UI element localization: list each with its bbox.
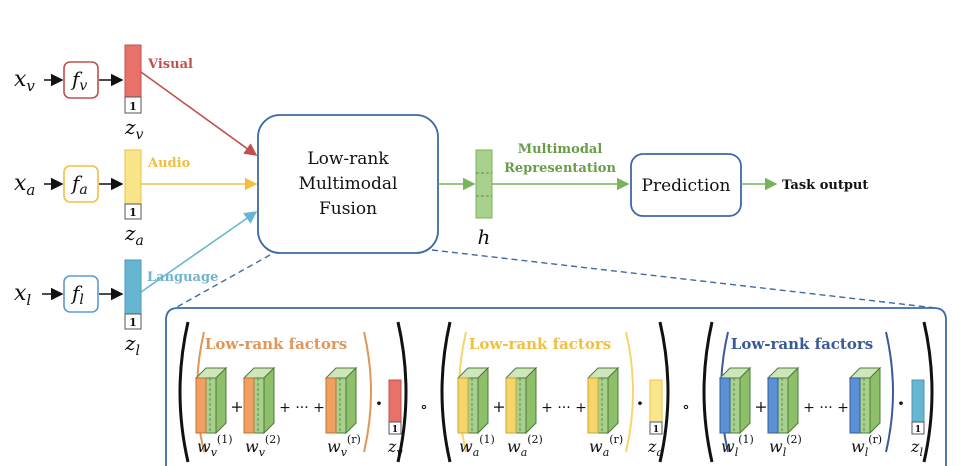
z-label-audio: za (647, 437, 663, 459)
dot-language: · (898, 391, 905, 415)
visual-vector-one: 1 (129, 100, 137, 113)
tensor-visual-1 (194, 366, 228, 435)
z-vector-audio-one: 1 (653, 425, 659, 435)
w-label-language-1: wl(1) (721, 433, 754, 459)
factor-group-language: Low-rank factors + + ··· + (702, 321, 934, 463)
big-paren-left-visual (178, 321, 190, 463)
factor-bracket-right-language (885, 331, 894, 453)
audio-vector (124, 149, 142, 205)
ellipsis-language: + ··· + (803, 400, 849, 416)
visual-row: xv fv 1 Visual zv (14, 44, 258, 156)
language-encoder-box (63, 275, 99, 313)
dot-visual: · (376, 391, 383, 415)
zoom-line-right (431, 249, 937, 309)
factor-label-audio: Low-rank factors (469, 335, 611, 353)
factor-bracket-right-visual (363, 331, 372, 453)
plus-language-1: + (754, 397, 767, 416)
fusion-block: Low-rank Multimodal Fusion (257, 114, 439, 254)
ellipsis-audio: + ··· + (541, 400, 587, 416)
task-output-label: Task output (782, 178, 868, 193)
tensor-language-r (848, 366, 882, 435)
factor-bracket-right-audio (625, 331, 634, 453)
z-vector-visual-one: 1 (392, 425, 398, 435)
tensor-language-1 (718, 366, 752, 435)
language-vector-one-cell (124, 313, 142, 330)
detail-panel-border (165, 307, 947, 466)
plus-audio-1: + (492, 397, 505, 416)
language-input-label: xl (14, 281, 31, 309)
detail-panel: Low-rank factors + + ··· + (165, 307, 947, 466)
tensor-audio-2 (504, 366, 538, 435)
h-label: h (478, 225, 491, 249)
language-z-label: zl (124, 331, 140, 359)
plus-visual-1: + (230, 397, 243, 416)
z-vector-language-one: 1 (915, 425, 921, 435)
w-label-audio-2: wa(2) (507, 433, 543, 459)
tensor-face-visual-1 (195, 377, 207, 434)
visual-label: Visual (147, 57, 193, 72)
visual-input-label: xv (14, 67, 35, 95)
w-label-language-r: wl(r) (851, 433, 882, 459)
visual-to-fusion-arrow (140, 71, 258, 156)
w-label-language-2: wl(2) (769, 433, 802, 459)
z-vector-language (911, 379, 925, 423)
audio-input-label: xa (14, 171, 35, 199)
w-label-audio-r: wa(r) (589, 433, 623, 459)
audio-vector-one-cell (124, 203, 142, 220)
w-label-visual-1: wv(1) (197, 433, 233, 459)
prediction-box (630, 153, 742, 217)
fusion-line-2: Multimodal (299, 174, 398, 194)
language-row: xl fl 1 Language zl (14, 211, 258, 359)
z-label-language: zl (910, 437, 923, 459)
audio-row: xa fa 1 Audio za (14, 149, 258, 249)
representation-line-1: Multimodal (518, 142, 603, 157)
hidden-block: h Multimodal Representation (438, 142, 630, 249)
prediction-label: Prediction (642, 176, 731, 196)
tensor-visual-2 (242, 366, 276, 435)
tensor-audio-r (586, 366, 620, 435)
big-paren-right-language (922, 321, 934, 463)
language-vector (124, 259, 142, 315)
big-paren-right-visual (396, 321, 408, 463)
z-vector-audio (649, 379, 663, 423)
audio-z-label: za (124, 221, 144, 249)
factor-group-audio: Low-rank factors + + ··· + (440, 321, 670, 463)
w-label-audio-1: wa(1) (459, 433, 495, 459)
language-to-fusion-arrow (140, 211, 258, 293)
tensor-visual-r (324, 366, 358, 435)
z-label-visual: zv (387, 437, 403, 459)
factor-label-language: Low-rank factors (731, 335, 873, 353)
fusion-line-3: Fusion (319, 199, 377, 219)
visual-vector (124, 44, 142, 98)
visual-encoder-box (63, 61, 99, 99)
z-vector-visual (388, 379, 402, 423)
audio-label: Audio (147, 156, 191, 171)
representation-line-2: Representation (504, 161, 616, 176)
language-vector-one: 1 (129, 316, 137, 329)
visual-z-label: zv (124, 115, 144, 143)
big-paren-right-audio (658, 321, 670, 463)
big-paren-left-audio (440, 321, 452, 463)
factor-group-visual: Low-rank factors + + ··· + (178, 321, 408, 463)
tensor-audio-1 (456, 366, 490, 435)
audio-vector-one: 1 (129, 206, 137, 219)
language-label: Language (147, 270, 218, 285)
h-vector (475, 149, 493, 219)
w-label-visual-2: wv(2) (245, 433, 281, 459)
big-paren-left-language (702, 321, 714, 463)
tensor-language-2 (766, 366, 800, 435)
factor-label-visual: Low-rank factors (205, 335, 347, 353)
audio-encoder-box (63, 165, 99, 203)
prediction-block: Prediction Task output (630, 153, 868, 217)
visual-vector-one-cell (124, 96, 142, 114)
ellipsis-visual: + ··· + (279, 400, 325, 416)
fusion-line-1: Low-rank (307, 149, 389, 169)
w-label-visual-r: wv(r) (327, 433, 361, 459)
compose-symbol-2: ∘ (682, 397, 690, 416)
dot-audio: · (637, 391, 644, 415)
compose-symbol-1: ∘ (420, 397, 428, 416)
